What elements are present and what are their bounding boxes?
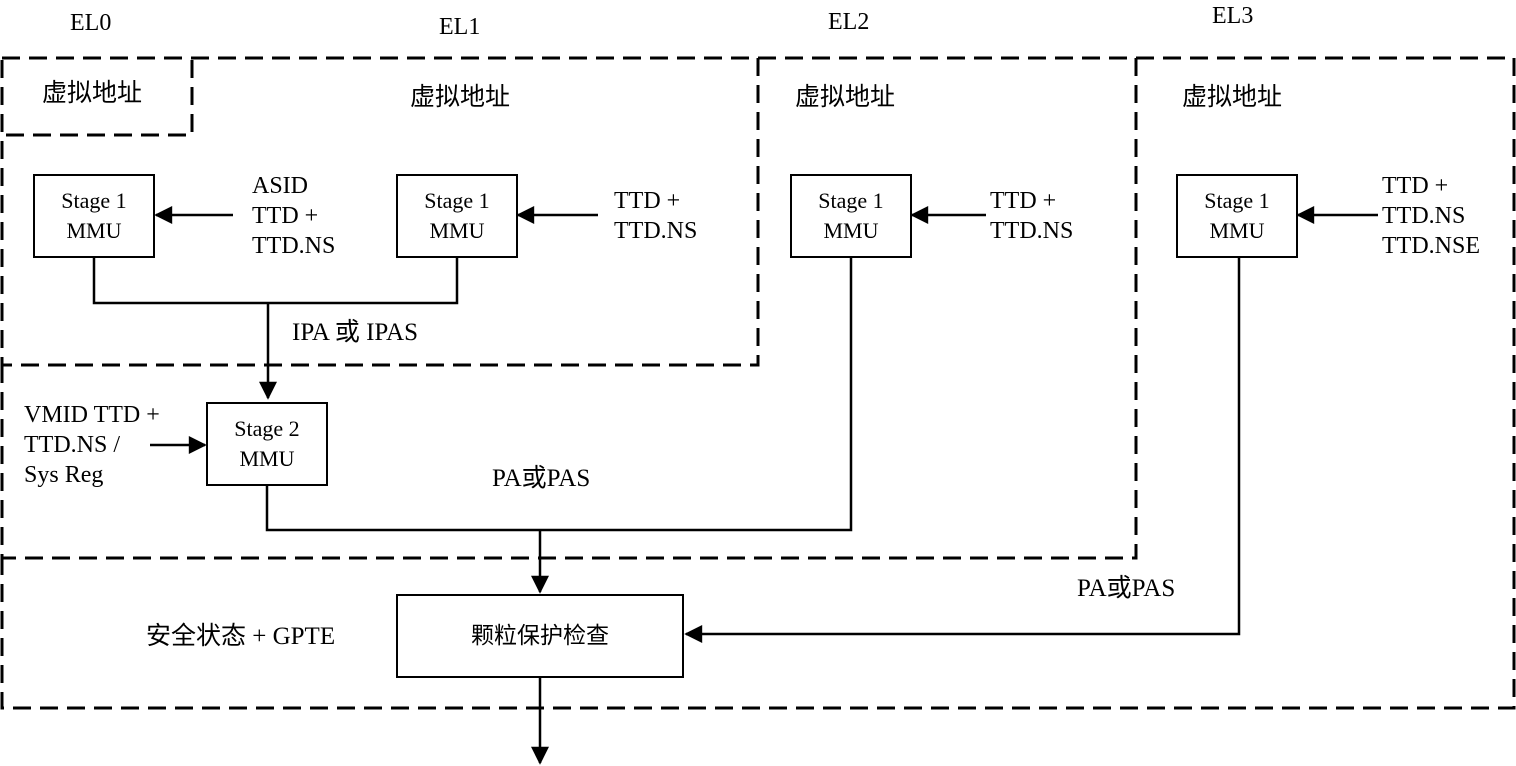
input-line: ASID	[252, 173, 309, 199]
el1-inputs: TTD + TTD.NS	[614, 186, 697, 246]
el2-label: EL2	[828, 9, 870, 35]
el3-inputs: TTD + TTD.NS TTD.NSE	[1382, 171, 1480, 261]
el3-region-border	[0, 56, 1516, 710]
el0-el1-region-border	[0, 56, 760, 367]
stage1-line1: Stage 1	[818, 188, 884, 213]
stage2-mmu: Stage 2 MMU	[206, 402, 328, 486]
ipa-label: IPA 或 IPAS	[292, 319, 419, 346]
el1-label: EL1	[439, 14, 481, 40]
input-line: TTD +	[1382, 173, 1449, 199]
el0-va-region-border	[2, 60, 194, 137]
el1-virtual-address-label: 虚拟地址	[410, 82, 511, 111]
input-line: TTD.NS	[990, 218, 1074, 244]
el0-stage1-mmu: Stage 1 MMU	[33, 174, 155, 258]
stage1-line2: MMU	[66, 218, 122, 243]
input-line: TTD +	[252, 203, 319, 229]
el0-inputs: ASID TTD + TTD.NS	[252, 171, 335, 261]
el3-label: EL3	[1212, 3, 1254, 29]
stage1-line2: MMU	[823, 218, 879, 243]
input-line: TTD.NS	[614, 218, 698, 244]
input-line: TTD +	[990, 188, 1057, 214]
input-line: Sys Reg	[24, 462, 104, 488]
el2-virtual-address-label: 虚拟地址	[795, 82, 896, 111]
ipa-merge-line	[92, 258, 459, 305]
pa-mid-label: PA或PAS	[492, 465, 591, 492]
el2-region-border	[0, 56, 1138, 560]
el3-pa-line	[684, 258, 1241, 643]
stage2-line2: MMU	[239, 446, 295, 471]
stage1-line1: Stage 1	[424, 188, 490, 213]
input-line: TTD.NS /	[24, 432, 120, 458]
el1-stage1-mmu: Stage 1 MMU	[396, 174, 518, 258]
stage1-line2: MMU	[429, 218, 485, 243]
el3-stage1-mmu: Stage 1 MMU	[1176, 174, 1298, 258]
gpc-input-label: 安全状态 + GPTE	[146, 623, 336, 650]
stage1-line2: MMU	[1209, 218, 1265, 243]
gpc-label: 颗粒保护检查	[471, 623, 609, 649]
stage2-inputs: VMID TTD + TTD.NS / Sys Reg	[24, 400, 160, 490]
el3-virtual-address-label: 虚拟地址	[1182, 82, 1283, 111]
input-line: TTD.NS	[1382, 203, 1466, 229]
input-line: TTD +	[614, 188, 681, 214]
pa-right-label: PA或PAS	[1077, 575, 1176, 602]
el2-inputs: TTD + TTD.NS	[990, 186, 1073, 246]
stage2-line1: Stage 2	[234, 416, 300, 441]
pa-merge-line	[265, 258, 853, 532]
el2-stage1-mmu: Stage 1 MMU	[790, 174, 912, 258]
stage1-line1: Stage 1	[1204, 188, 1270, 213]
stage1-line1: Stage 1	[61, 188, 127, 213]
input-line: TTD.NSE	[1382, 233, 1480, 259]
input-line: VMID TTD +	[24, 402, 160, 428]
el0-label: EL0	[70, 10, 112, 36]
granule-protection-check-box: 颗粒保护检查	[396, 594, 684, 678]
el0-virtual-address-label: 虚拟地址	[42, 78, 143, 107]
input-line: TTD.NS	[252, 233, 336, 259]
